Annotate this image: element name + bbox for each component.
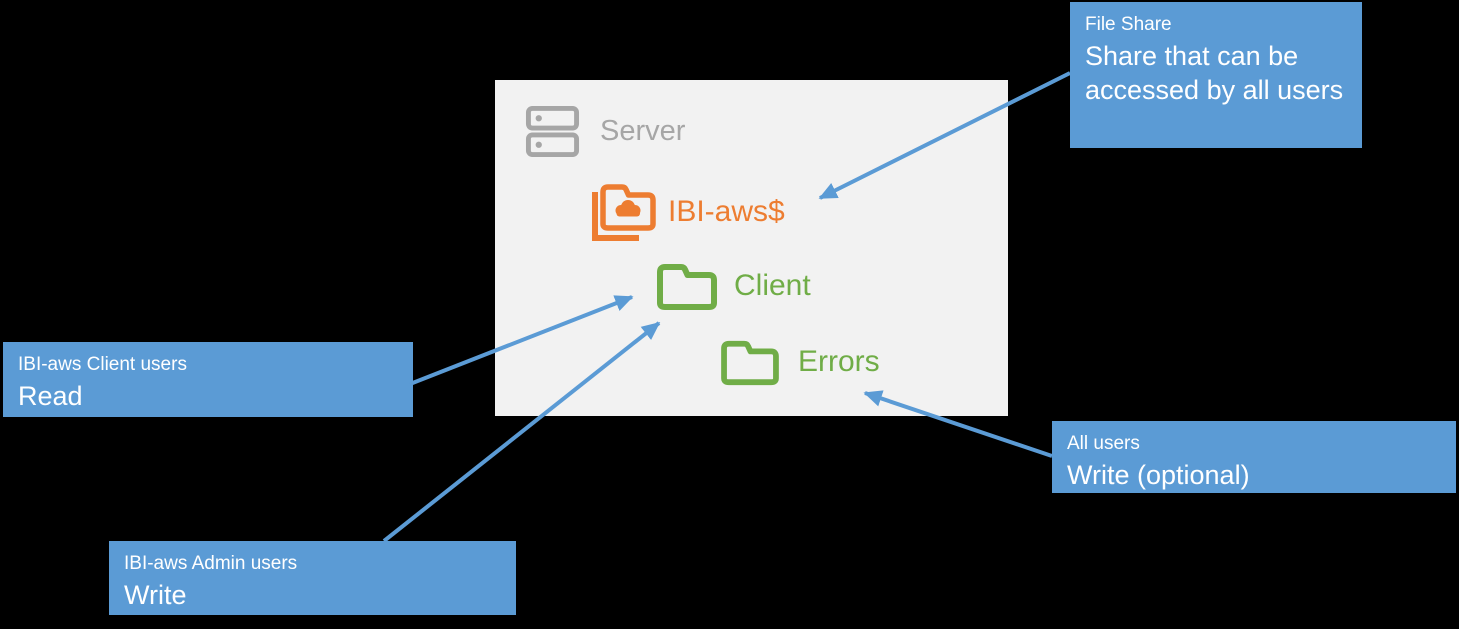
all-users-callout: All users Write (optional) [1052,421,1456,493]
server-panel: Server IBI-aws$ [495,80,1008,416]
client-folder-label: Client [734,269,811,302]
callout-body: Write (optional) [1067,460,1250,490]
server-row: Server [525,104,685,159]
folder-icon [655,260,719,312]
server-label: Server [600,115,686,147]
callout-body: Write [124,580,187,610]
callout-body: Read [18,381,83,411]
errors-folder-label: Errors [798,345,880,378]
errors-folder-row: Errors [718,337,880,387]
cloud-share-folder-icon [587,178,659,246]
callout-title: IBI-aws Admin users [124,553,298,574]
callout-title: All users [1067,433,1140,454]
callout-title: File Share [1085,14,1172,35]
folder-icon [718,337,782,387]
server-icon [525,104,580,159]
file-share-callout: File Share Share that can be accessed by… [1070,2,1362,148]
callout-body: Share that can be accessed by all users [1085,41,1344,105]
client-folder-row: Client [655,260,811,312]
file-share-row: IBI-aws$ [587,178,785,246]
file-share-label: IBI-aws$ [668,195,785,228]
admin-users-callout: IBI-aws Admin users Write [109,541,516,615]
client-users-callout: IBI-aws Client users Read [3,342,413,417]
callout-title: IBI-aws Client users [18,354,187,375]
